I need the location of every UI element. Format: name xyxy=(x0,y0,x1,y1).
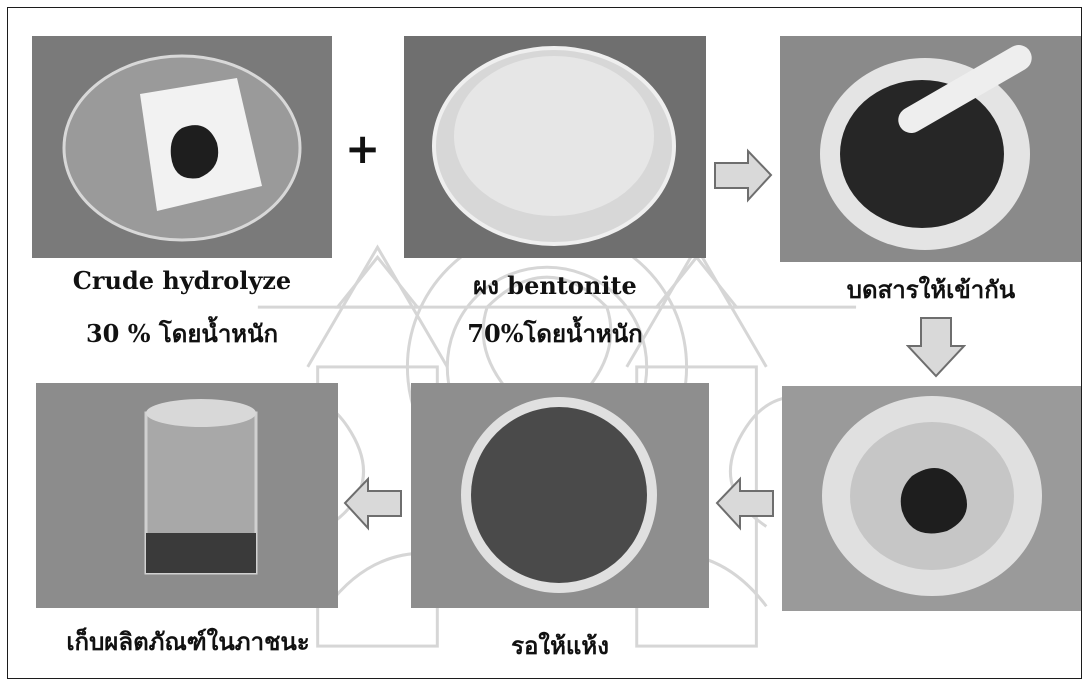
photo-store xyxy=(36,383,338,608)
photo-crude-hydrolyze xyxy=(32,36,332,258)
caption-grind: บดสารให้เข้ากัน xyxy=(780,270,1082,309)
photo-grind xyxy=(780,36,1082,262)
diagram-frame: + Crude hydrolyze 30 % โดยน้ำหนัก ผง ben… xyxy=(7,7,1082,679)
caption-bentonite-line1: ผง bentonite xyxy=(404,266,706,305)
photo-bentonite xyxy=(404,36,706,258)
caption-crude-line2: 30 % โดยน้ำหนัก xyxy=(32,314,332,353)
photo-mixed xyxy=(782,386,1082,611)
arrow-right-icon xyxy=(713,148,773,203)
caption-dry: รอให้แห้ง xyxy=(411,626,709,665)
arrow-left-icon xyxy=(715,476,775,531)
arrow-down-icon xyxy=(906,316,966,378)
plus-sign: + xyxy=(345,128,380,170)
caption-crude-line1: Crude hydrolyze xyxy=(32,266,332,295)
photo-dry xyxy=(411,383,709,608)
caption-bentonite-line2: 70%โดยน้ำหนัก xyxy=(404,314,706,353)
caption-store: เก็บผลิตภัณฑ์ในภาชนะ xyxy=(18,622,358,661)
arrow-left-icon xyxy=(343,476,403,531)
